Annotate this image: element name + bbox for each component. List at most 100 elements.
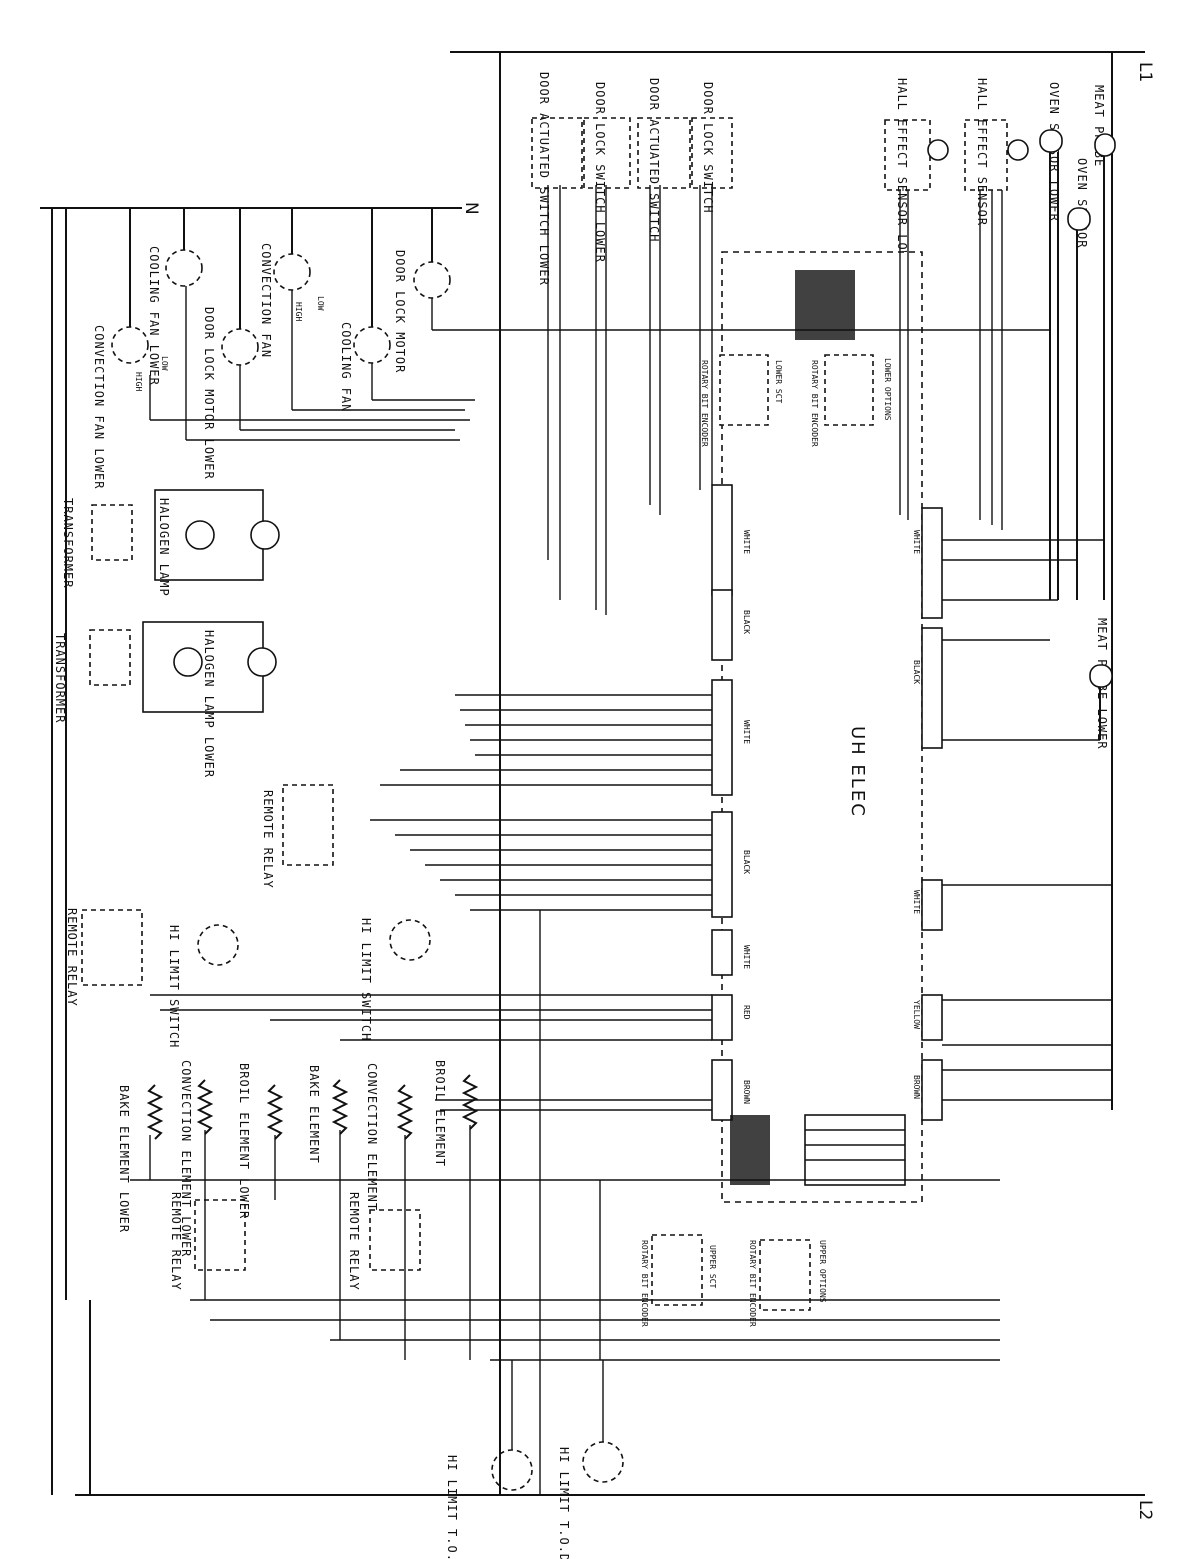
transformer-1-label: TRANSFORMER [61, 498, 75, 588]
control-board-title: UH ELEC [847, 726, 868, 818]
connector-p7-label: BROWN [742, 1080, 751, 1104]
door-switches: DOOR ACTUATED SWITCH LOWER DOOR LOCK SWI… [531, 72, 733, 286]
low-tap-lower-label: LOW [160, 356, 169, 371]
board-pin-table [804, 1114, 906, 1186]
remote-relay-4-label: REMOTE RELAY [347, 1192, 361, 1291]
cooling-fan-lower-label: COOLING FAN LOWER [147, 246, 161, 386]
convection-element-label: CONVECTION ELEMENT [365, 1063, 379, 1211]
remote-relay-2-label: REMOTE RELAY [65, 908, 79, 1007]
door-actuated-switch-lower-label: DOOR ACTUATED SWITCH LOWER [537, 72, 551, 286]
connector-p8-label: WHITE [912, 530, 921, 554]
transformer-2-label: TRANSFORMER [53, 633, 67, 723]
convection-element-lower-icon [196, 1079, 214, 1135]
broil-element-label: BROIL ELEMENT [433, 1060, 447, 1167]
remote-relay-1-box [282, 784, 334, 866]
connector-p11-label: YELLOW [912, 1000, 921, 1029]
relays: REMOTE RELAY REMOTE RELAY REMOTE RELAY R… [65, 784, 421, 1291]
door-lock-switch-lower-label: DOOR LOCK SWITCH LOWER [593, 82, 607, 263]
transformer-1-box [91, 504, 133, 561]
remote-relay-2-box [81, 909, 143, 986]
bake-element-lower-label: BAKE ELEMENT LOWER [117, 1085, 131, 1233]
halogen-lamp-lower-2-icon [247, 647, 277, 677]
door-lock-motor-label: DOOR LOCK MOTOR [393, 250, 407, 373]
bake-element-label: BAKE ELEMENT [307, 1065, 321, 1164]
hi-limit-switches: HI LIMIT SWITCH HI LIMIT SWITCH HI LIMIT… [167, 918, 624, 1559]
convection-element-lower-label: CONVECTION ELEMENT LOWER [179, 1060, 193, 1257]
remote-relay-4-box [369, 1209, 421, 1271]
halogen-lamp-2-icon [250, 520, 280, 550]
l1-label: L1 [1135, 62, 1155, 82]
hi-limit-switch-2-icon [389, 919, 431, 961]
cooling-fan-lower-icon [165, 249, 203, 287]
door-actuated-switch-lower-box [531, 117, 583, 189]
connector-p9-label: BLACK [912, 660, 921, 684]
cooling-fan-icon [353, 326, 391, 364]
hall-effect-sensor-box [964, 119, 1008, 191]
convection-fan-lower-label: CONVECTION FAN LOWER [92, 325, 106, 490]
hall-effect-sensor-label: HALL EFFECT SENSOR [975, 78, 989, 226]
door-lock-switch-label: DOOR LOCK SWITCH [701, 82, 715, 214]
rotary-bit-encoder-2-label: ROTARY BIT ENCODER [810, 360, 819, 447]
door-lock-switch-lower-box [583, 117, 631, 189]
hi-limit-switch-2-label: HI LIMIT SWITCH [359, 918, 373, 1041]
convection-fan-label: CONVECTION FAN [259, 243, 273, 358]
broil-element-lower-label: BROIL ELEMENT LOWER [237, 1063, 251, 1219]
cooling-fan-label: COOLING FAN [339, 322, 353, 412]
door-lock-motor-icon [413, 261, 451, 299]
lower-sct-encoder [719, 354, 769, 426]
hi-limit-tod-lower-icon [491, 1449, 533, 1491]
control-board: UH ELEC WHITE BLACK WHITE BLACK WHITE RE… [711, 251, 943, 1203]
high-tap-lower-label: HIGH [134, 372, 143, 391]
upper-options-label: UPPER OPTIONS [818, 1240, 827, 1303]
rotary-bit-encoder-4-label: ROTARY BIT ENCODER [748, 1240, 757, 1327]
high-tap-label: HIGH [294, 302, 303, 321]
bake-element-icon [331, 1079, 349, 1135]
connector-p6-label: RED [742, 1005, 751, 1020]
halogen-lamp-lower-box [142, 621, 264, 713]
door-actuated-switch-box [637, 117, 691, 189]
lower-options-encoder [824, 354, 874, 426]
hall-sensor-magnet-icon [1007, 139, 1029, 161]
door-lock-motor-lower-label: DOOR LOCK MOTOR LOWER [202, 307, 216, 480]
hi-limit-tod-icon [582, 1441, 624, 1483]
rotary-bit-encoder-3-label: ROTARY BIT ENCODER [640, 1240, 649, 1327]
hi-limit-tod-label: HI LIMIT T.O.D. [557, 1447, 571, 1559]
connector-p1-label: WHITE [742, 945, 751, 969]
rotary-bit-encoder-1-label: ROTARY BIT ENCODER [700, 360, 709, 447]
convection-element-icon [396, 1084, 414, 1140]
halogen-lamp-1-icon [185, 520, 215, 550]
bake-element-lower-icon [146, 1084, 164, 1140]
halogen-lamp-lower-1-icon [173, 647, 203, 677]
connector-p10-label: WHITE [912, 890, 921, 914]
oven-sensor-lower-probe-icon [1039, 129, 1063, 153]
halogen-lamp-lower-label: HALOGEN LAMP LOWER [202, 630, 216, 778]
wire-harness [130, 185, 1112, 1495]
remote-relay-3-box [194, 1199, 246, 1271]
l2-label: L2 [1135, 1500, 1155, 1520]
power-rails: L1 L2 N [40, 51, 1155, 1520]
hi-limit-switch-1-icon [197, 924, 239, 966]
remote-relay-1-label: REMOTE RELAY [261, 790, 275, 889]
sensors: HALL EFFECT SENSOR LOWER HALL EFFECT SEN… [884, 78, 1116, 750]
upper-sct-label: UPPER SCT [708, 1245, 717, 1289]
transformer-2-box [89, 629, 131, 686]
upper-options-encoder [759, 1239, 811, 1311]
broil-element-lower-icon [266, 1084, 284, 1140]
hall-effect-sensor-lower-label: HALL EFFECT SENSOR LOWER [895, 78, 909, 275]
oven-sensor-probe-icon [1067, 207, 1091, 231]
convection-fan-icon [273, 253, 311, 291]
encoders: LOWER OPTIONS LOWER SCT ROTARY BIT ENCOD… [640, 354, 892, 1327]
upper-sct-encoder [651, 1234, 703, 1306]
hall-sensor-lower-magnet-icon [927, 139, 949, 161]
connector-p4-label: WHITE [742, 530, 751, 554]
broil-element-icon [461, 1074, 479, 1130]
fans-motors: COOLING FAN LOWER DOOR LOCK MOTOR LOWER … [92, 208, 451, 490]
meat-probe-icon [1094, 133, 1116, 157]
connector-p3-label: WHITE [742, 720, 751, 744]
door-lock-motor-lower-icon [221, 328, 259, 366]
lower-sct-label: LOWER SCT [774, 360, 783, 404]
n-label: N [461, 202, 481, 215]
lower-options-label: LOWER OPTIONS [883, 358, 892, 421]
meat-probe-lower-icon [1089, 664, 1113, 688]
